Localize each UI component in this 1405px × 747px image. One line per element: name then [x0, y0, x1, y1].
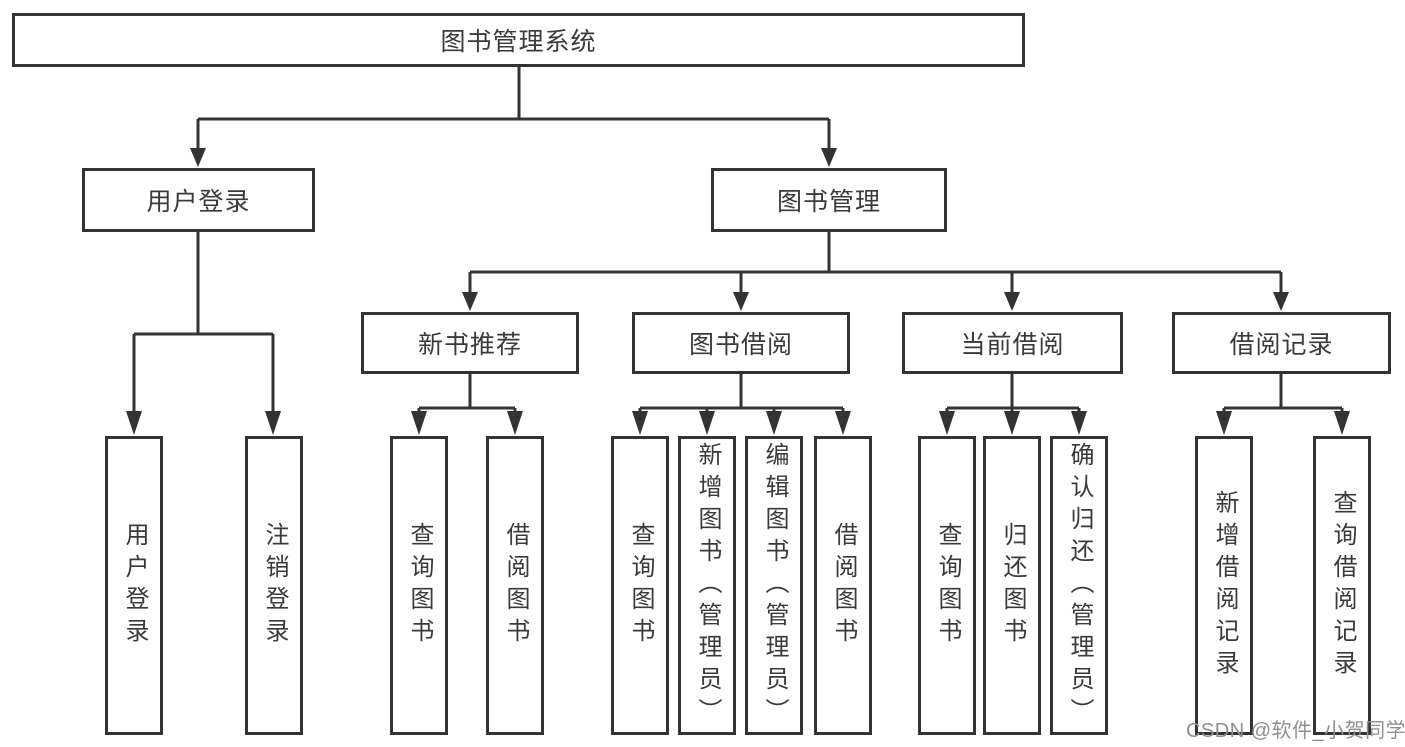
leaf-add-books-admin: 新增图书（管理员） — [678, 436, 736, 735]
node-library-system: 图书管理系统 — [12, 13, 1025, 67]
leaf-return-books: 归还图书 — [983, 436, 1041, 735]
leaf-recommend-borrow-books: 借阅图书 — [486, 436, 544, 735]
node-current-borrow: 当前借阅 — [902, 312, 1123, 374]
leaf-borrow-books: 借阅图书 — [814, 436, 872, 735]
leaf-edit-books-admin: 编辑图书（管理员） — [745, 436, 803, 735]
node-borrow-records: 借阅记录 — [1172, 312, 1391, 374]
leaf-logout: 注销登录 — [245, 436, 303, 735]
leaf-current-query-books: 查询图书 — [918, 436, 976, 735]
leaf-borrow-query-books: 查询图书 — [611, 436, 669, 735]
watermark: CSDN @软件_小贺同学 — [1186, 720, 1405, 742]
leaf-confirm-return-admin: 确认归还（管理员） — [1050, 436, 1108, 735]
leaf-recommend-query-books: 查询图书 — [390, 436, 448, 735]
node-new-book-recommend: 新书推荐 — [361, 312, 579, 374]
leaf-add-borrow-record: 新增借阅记录 — [1195, 436, 1253, 735]
leaf-user-login: 用户登录 — [105, 436, 163, 735]
node-book-management: 图书管理 — [711, 168, 947, 232]
node-book-borrow: 图书借阅 — [632, 312, 850, 374]
leaf-query-borrow-record: 查询借阅记录 — [1313, 436, 1371, 735]
node-user-login: 用户登录 — [82, 168, 315, 232]
